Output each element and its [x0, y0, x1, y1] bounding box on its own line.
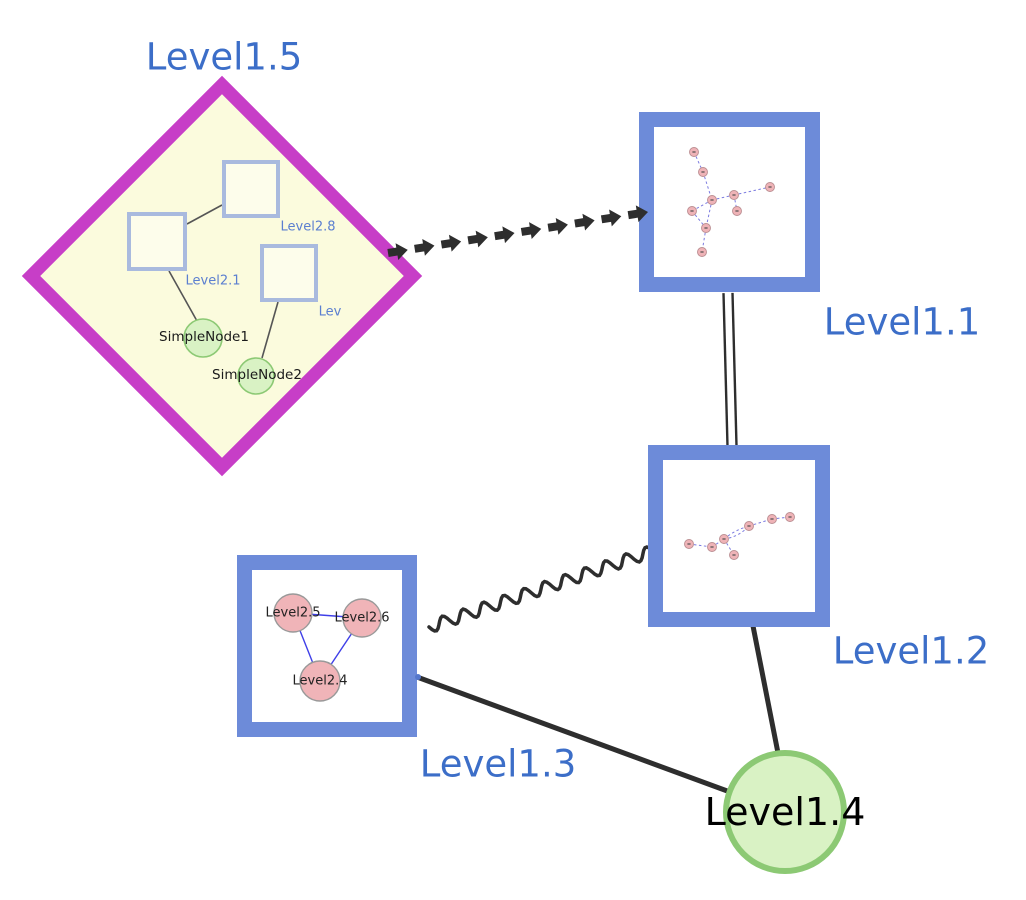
mini-edge[interactable]	[711, 194, 735, 201]
edge-level1.3-level1.4[interactable]	[414, 674, 733, 795]
inner-edge[interactable]	[186, 204, 223, 225]
arrow-dash-icon	[387, 243, 408, 260]
node-level2.8[interactable]	[222, 160, 280, 218]
inner-edge[interactable]	[261, 301, 279, 359]
node-label-level1.5: Level1.5	[146, 36, 303, 79]
arrow-dash-icon	[600, 209, 622, 227]
arrow-dash-icon	[627, 205, 649, 223]
node-level1.2[interactable]: Level1.2	[648, 445, 990, 673]
edge-level1.2-level1.4[interactable]	[750, 623, 781, 756]
node-level1.5[interactable]: Level2.8Level2.1LevSimpleNode1SimpleNode…	[21, 36, 423, 477]
node-simplenode2[interactable]	[237, 357, 275, 395]
arrow-dash-icon	[467, 230, 488, 248]
node-label: Lev	[319, 305, 342, 320]
node-label: Level2.6	[335, 611, 390, 626]
edge-level1.1-level1.2[interactable]	[722, 292, 738, 447]
node-level2.5[interactable]	[273, 593, 313, 633]
edge-level1.5-level1.1[interactable]	[387, 204, 650, 262]
box-shape[interactable]	[648, 445, 830, 627]
node-label-level1.4: Level1.4	[705, 790, 866, 834]
mini-edge[interactable]	[733, 186, 771, 196]
mini-edge[interactable]	[693, 151, 704, 173]
box-shape[interactable]	[237, 555, 417, 737]
node-label: SimpleNode1	[159, 329, 249, 345]
arrow-dash-icon	[440, 234, 462, 252]
node-level2.6[interactable]	[342, 598, 382, 638]
node-level2.4[interactable]	[299, 660, 341, 702]
mini-edge[interactable]	[691, 199, 713, 212]
node-label-level1.3: Level1.3	[420, 743, 577, 786]
mini-edge[interactable]	[691, 210, 707, 229]
node-level1.1[interactable]: Level1.1	[639, 112, 981, 344]
edge-level1.2-level1.3[interactable]	[427, 545, 657, 633]
edge-bend-handle[interactable]	[415, 674, 421, 680]
node-label: Level2.1	[186, 274, 241, 289]
node-label: SimpleNode2	[212, 367, 302, 383]
node-level1.4[interactable]: Level1.4	[705, 750, 866, 874]
arrow-dash-icon	[547, 217, 568, 235]
arrow-dash-icon	[520, 222, 542, 239]
node-label-level1.1: Level1.1	[824, 301, 981, 344]
node-label: Level2.5	[266, 606, 321, 621]
circle-shape[interactable]	[723, 750, 847, 874]
node-lev[interactable]	[260, 244, 318, 302]
box-shape[interactable]	[639, 112, 820, 292]
node-simplenode1[interactable]	[183, 318, 223, 358]
inner-edge[interactable]	[168, 270, 198, 322]
arrow-dash-icon	[494, 226, 515, 244]
node-label-level1.2: Level1.2	[833, 630, 990, 673]
arrow-dash-icon	[414, 238, 435, 256]
arrow-dash-icon	[574, 213, 595, 231]
node-label: Level2.8	[281, 220, 336, 235]
mini-edge[interactable]	[688, 543, 713, 548]
node-label: Level2.4	[293, 674, 348, 689]
node-level2.1[interactable]	[127, 212, 187, 271]
diamond-shape[interactable]	[21, 75, 423, 477]
